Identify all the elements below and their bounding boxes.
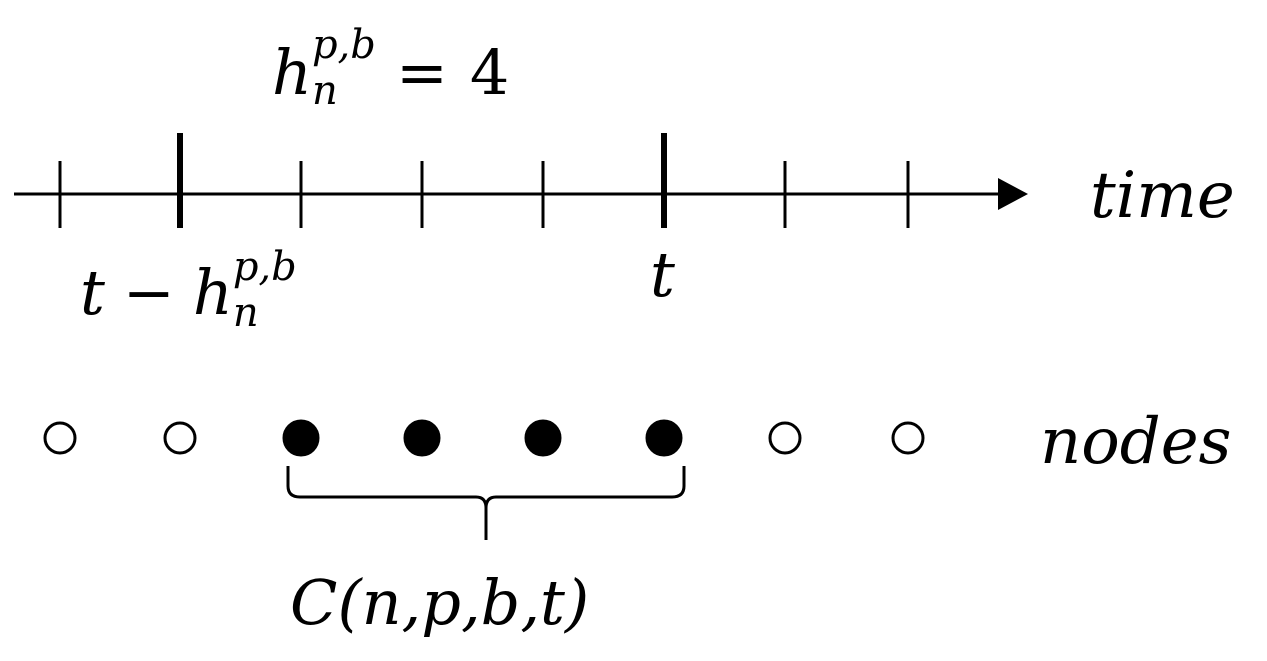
header-value: 4	[469, 36, 510, 109]
node-brace	[286, 466, 686, 540]
header-superscript: p,b	[311, 22, 376, 68]
header-subscript: n	[311, 68, 338, 114]
node-filled	[645, 419, 683, 457]
brace-label: C(n,p,b,t)	[290, 566, 590, 639]
end-tick-label: t	[650, 238, 675, 311]
node-group	[43, 419, 925, 457]
node-open	[163, 421, 197, 455]
node-filled	[282, 419, 320, 457]
node-open	[768, 421, 802, 455]
header-equals: =	[395, 36, 448, 109]
time-axis-arrowhead	[998, 178, 1028, 210]
node-open	[891, 421, 925, 455]
header-h: h	[272, 36, 312, 109]
start-superscript: p,b	[232, 244, 297, 290]
nodes-label: nodes	[1040, 405, 1232, 479]
start-subscript: n	[232, 290, 259, 336]
node-filled	[403, 419, 441, 457]
node-open	[43, 421, 77, 455]
start-h: h	[192, 256, 233, 329]
tick-group	[58, 133, 910, 228]
start-minus: −	[122, 256, 175, 329]
time-axis-label: time	[1090, 159, 1235, 233]
node-filled	[524, 419, 562, 457]
start-t: t	[80, 256, 105, 329]
